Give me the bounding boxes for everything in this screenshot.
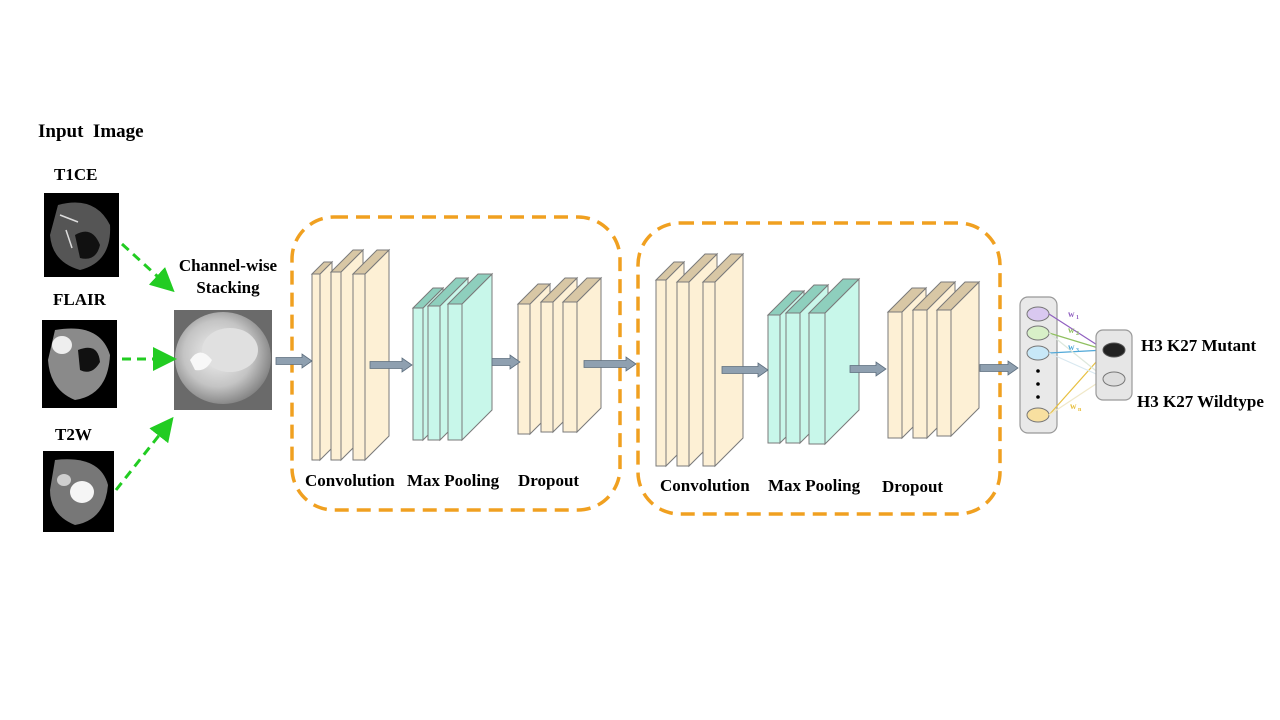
svg-text:2: 2 [1076, 331, 1079, 337]
output-label-wildtype: H3 K27 Wildtype [1137, 392, 1264, 411]
arrow-drop2-to-fc [979, 360, 1019, 376]
svg-text:3: 3 [1076, 348, 1079, 354]
arrow-t2w-to-stack [114, 416, 174, 491]
svg-text:1: 1 [1076, 315, 1079, 321]
t1ce-image [44, 193, 119, 277]
stacking-label: Channel-wise Stacking [170, 255, 286, 299]
flow-arrows [275, 353, 1019, 378]
block1-conv-layer-3 [351, 248, 391, 462]
green-arrows [114, 242, 177, 491]
arrow-block1-to-block2 [583, 356, 637, 372]
modality-label-flair: FLAIR [53, 290, 106, 309]
output-node-wildtype [1102, 371, 1126, 387]
block1-drop-layer-3 [561, 276, 603, 434]
weight-w2: w [1068, 325, 1075, 335]
modality-label-t2w: T2W [55, 425, 92, 444]
output-layer [1095, 329, 1133, 401]
stacking-line-2: Stacking [196, 278, 260, 297]
block2-pool-layer-3 [807, 277, 861, 446]
fc-node-2 [1026, 325, 1050, 341]
block1-drop-label: Dropout [518, 471, 580, 490]
fc-layer [1019, 296, 1058, 434]
modality-label-t1ce: T1CE [54, 165, 98, 184]
svg-text:n: n [1078, 407, 1082, 413]
weight-w3: w [1068, 342, 1075, 352]
block2-conv-label: Convolution [660, 476, 750, 495]
t2w-image [43, 451, 114, 532]
arrow-pool1-to-drop1 [491, 354, 521, 370]
block2-drop-layer-3 [935, 280, 981, 438]
block1-pool-label: Max Pooling [407, 471, 500, 490]
arrow-t1ce-to-stack [120, 242, 175, 293]
block1-conv-layer-1 [310, 260, 334, 462]
arrow-stack-to-block1 [275, 353, 313, 369]
weight-w1: w [1068, 309, 1075, 319]
block2-drop-label: Dropout [882, 477, 944, 496]
stacked-image [174, 310, 272, 410]
output-label-mutant: H3 K27 Mutant [1141, 336, 1257, 355]
flair-image [42, 320, 117, 408]
block1-conv-label: Convolution [305, 471, 395, 490]
arrow-conv2-to-pool2 [721, 362, 769, 378]
stacking-line-1: Channel-wise [178, 256, 278, 275]
input-image-title: Input Image [38, 121, 144, 142]
block2-pool-label: Max Pooling [768, 476, 861, 495]
output-node-mutant [1102, 342, 1126, 358]
fc-node-n [1026, 407, 1050, 423]
arrow-conv1-to-pool1 [369, 357, 413, 373]
block2-conv-layer-3 [701, 252, 745, 468]
layer-stacks [310, 248, 981, 468]
block1-pool-layer-3 [446, 272, 494, 442]
arrow-pool2-to-drop2 [849, 361, 887, 377]
fc-node-3 [1026, 345, 1050, 361]
fc-node-1 [1026, 306, 1050, 322]
weight-wn: w [1070, 401, 1077, 411]
